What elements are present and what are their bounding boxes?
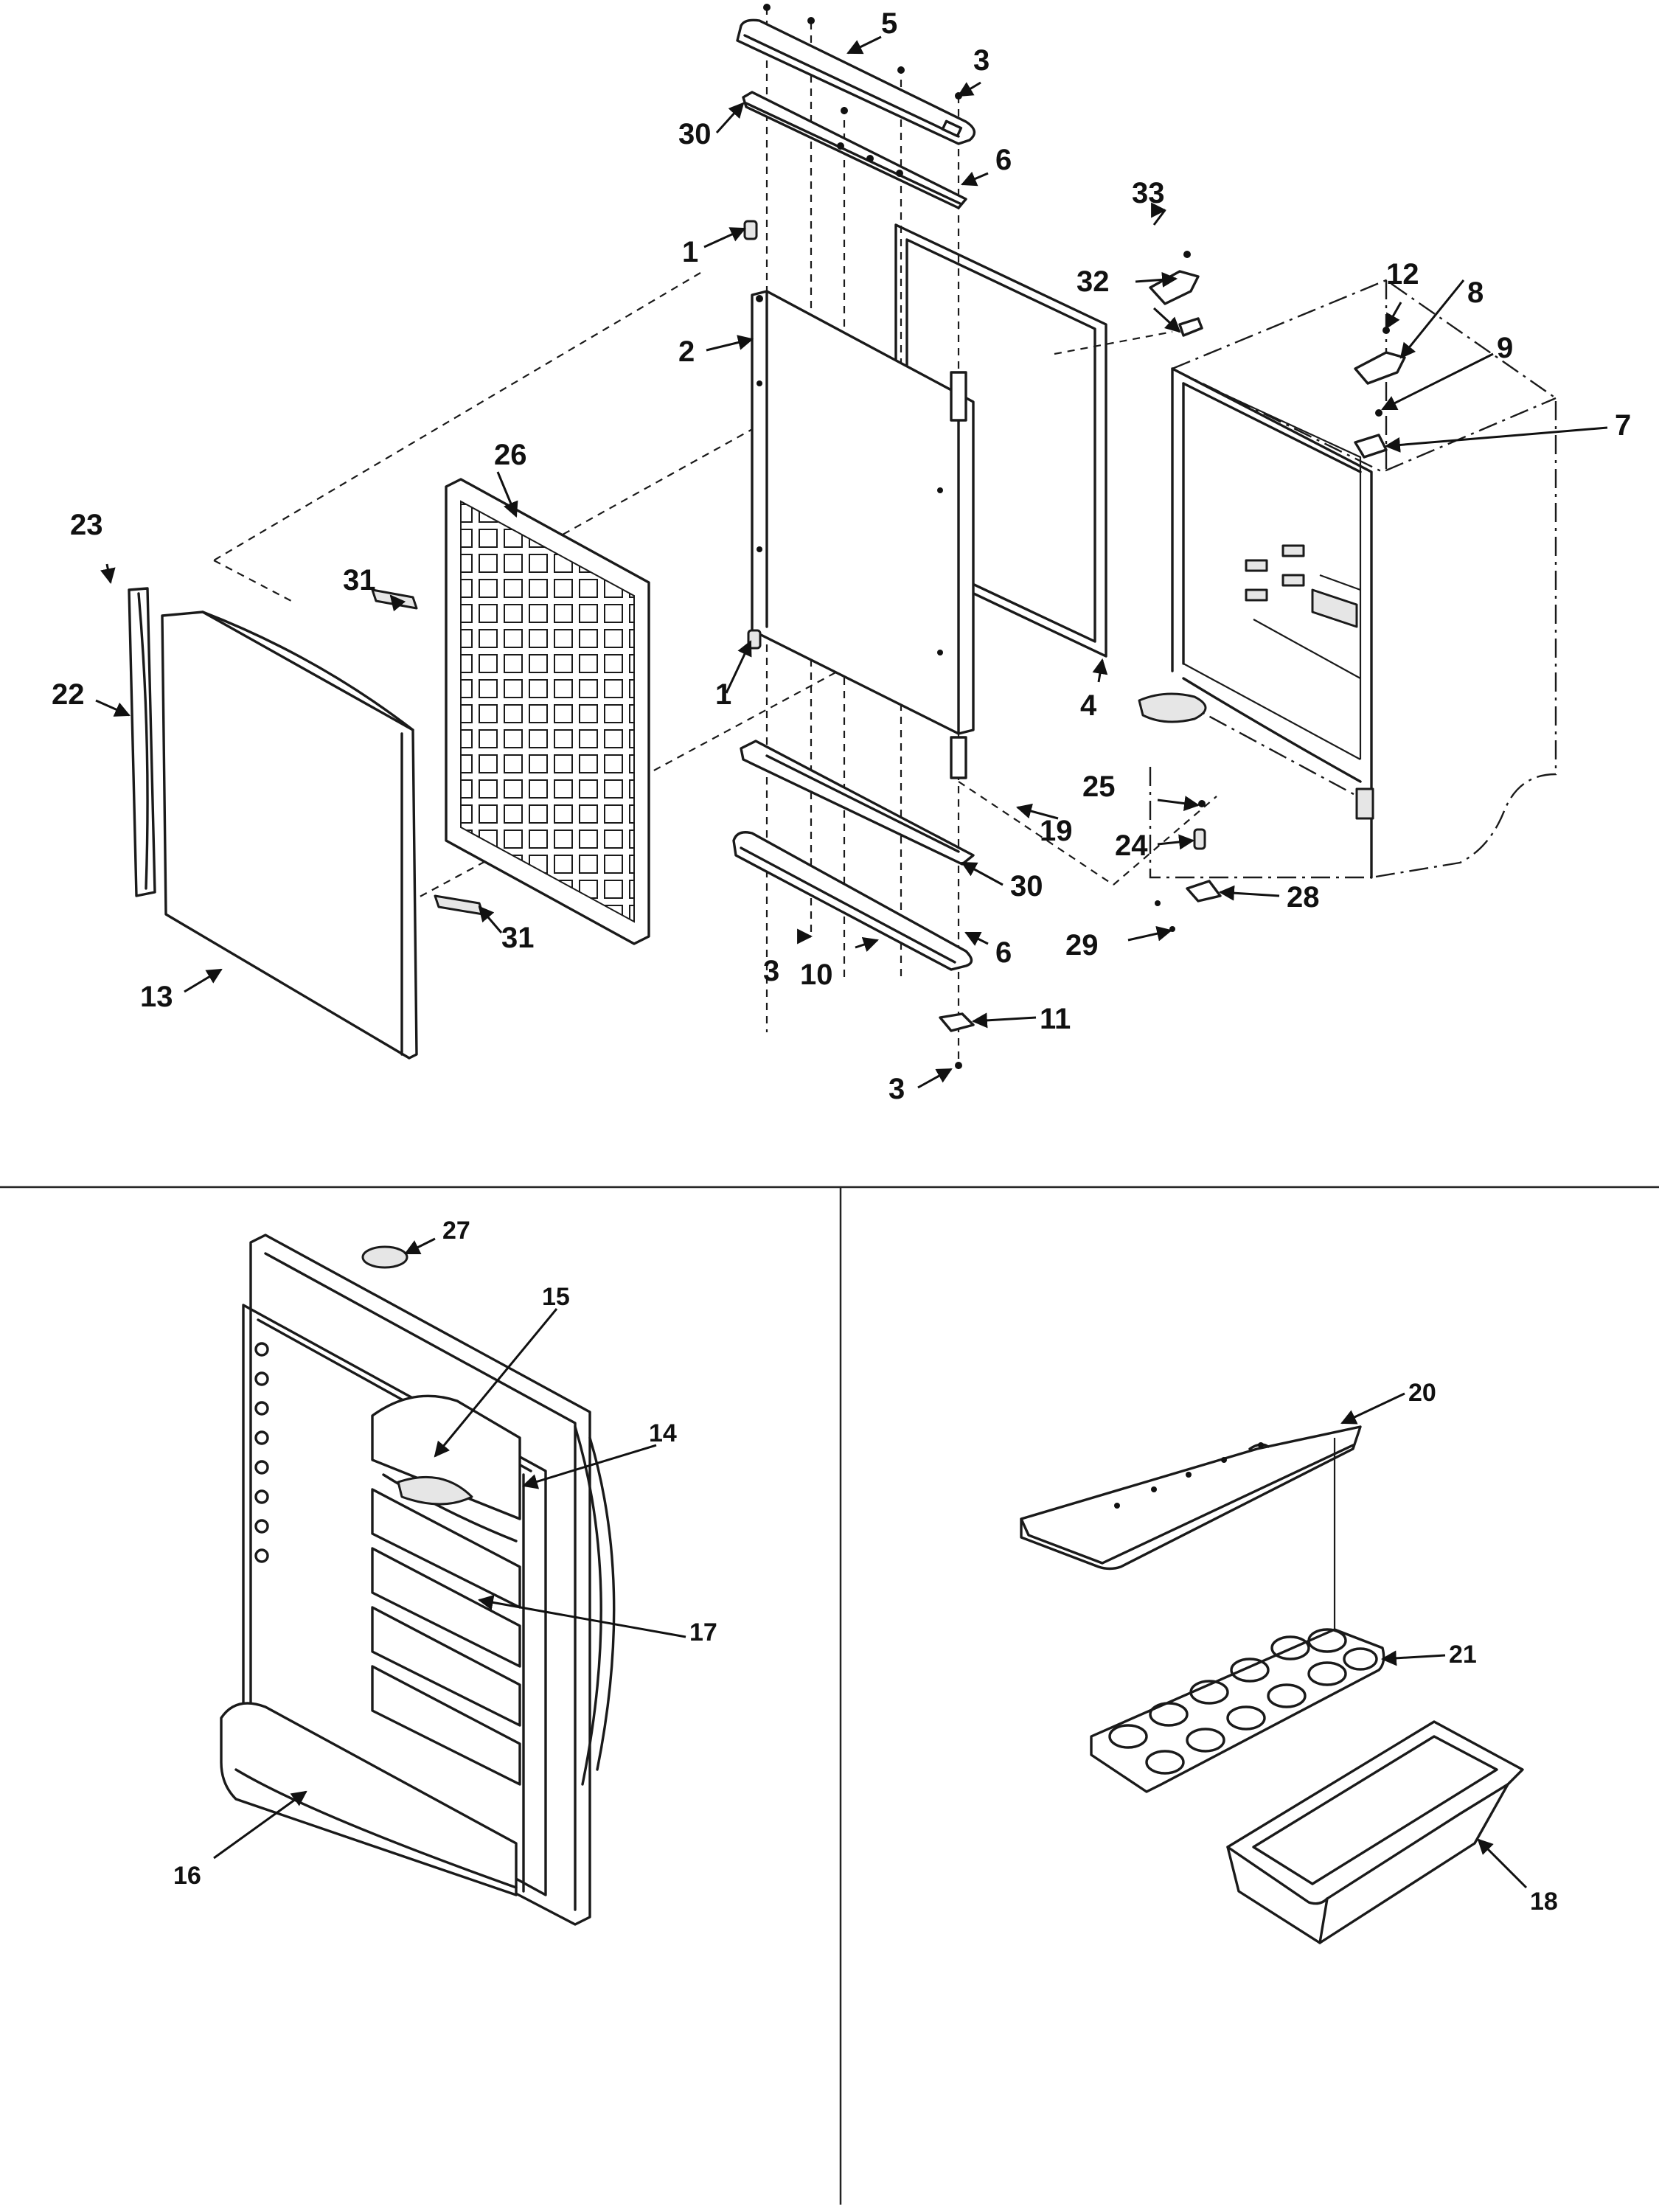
callout-3: 3 xyxy=(973,44,990,77)
callout-12: 12 xyxy=(1386,258,1419,291)
callout-18: 18 xyxy=(1530,1888,1558,1916)
callout-31: 31 xyxy=(343,564,376,597)
part-21-egg-tray xyxy=(1090,1628,1385,1793)
callout-28: 28 xyxy=(1287,881,1320,914)
bottom-left-leaders xyxy=(213,1237,686,1860)
callout-6: 6 xyxy=(995,144,1012,176)
callout-29: 29 xyxy=(1065,929,1099,961)
part-6-30-top-bracket xyxy=(742,91,967,209)
callout-24: 24 xyxy=(1115,830,1148,862)
part-5-top-cap xyxy=(736,18,976,145)
top-exploded-view: 5 3 30 6 1 2 1 4 26 31 31 23 22 13 30 6 … xyxy=(52,4,1631,1105)
callout-3: 3 xyxy=(763,955,779,987)
callout-25: 25 xyxy=(1082,771,1116,803)
callout-13: 13 xyxy=(140,981,173,1013)
callout-3: 3 xyxy=(888,1073,905,1105)
callout-27: 27 xyxy=(442,1217,470,1245)
top-callout-labels: 5 3 30 6 1 2 1 4 26 31 31 23 22 13 30 6 … xyxy=(52,7,1631,1105)
part-16-bottom-bin xyxy=(220,1702,518,1896)
cabinet-frame xyxy=(1138,279,1557,879)
callout-8: 8 xyxy=(1467,276,1484,309)
callout-30: 30 xyxy=(1010,870,1043,902)
callout-11: 11 xyxy=(1040,1003,1071,1035)
part-30-bottom-bracket xyxy=(740,740,975,866)
callout-6: 6 xyxy=(995,936,1012,969)
callout-31: 31 xyxy=(501,922,535,954)
part-32-33-hinge-covers xyxy=(1149,251,1203,337)
callout-15: 15 xyxy=(542,1283,570,1311)
callout-17: 17 xyxy=(689,1618,717,1646)
callout-5: 5 xyxy=(881,7,897,40)
part-2-door-panel xyxy=(751,290,975,779)
callout-21: 21 xyxy=(1449,1641,1477,1669)
part-27-button xyxy=(361,1245,408,1269)
callout-20: 20 xyxy=(1408,1379,1436,1407)
callout-26: 26 xyxy=(494,439,527,471)
part-7-9-12-hinge xyxy=(1354,327,1390,459)
callout-9: 9 xyxy=(1497,332,1513,364)
accessories-view: 20 21 18 xyxy=(1020,1379,1558,1944)
bottom-right-leaders xyxy=(1340,1392,1528,1889)
callout-1: 1 xyxy=(682,236,698,268)
callout-2: 2 xyxy=(678,335,695,368)
callout-23: 23 xyxy=(70,509,103,541)
door-interior-view: 27 15 14 17 16 xyxy=(173,1217,717,1926)
part-20-shelf xyxy=(1020,1425,1362,1571)
callout-22: 22 xyxy=(52,678,85,711)
top-leader-lines xyxy=(95,35,1608,1089)
callout-16: 16 xyxy=(173,1862,201,1890)
callout-7: 7 xyxy=(1615,409,1631,442)
callout-19: 19 xyxy=(1040,815,1073,847)
callout-10: 10 xyxy=(800,959,833,991)
part-26-door-liner-grid xyxy=(445,478,650,945)
egg-cups xyxy=(1108,1628,1378,1775)
bottom-right-callouts: 20 21 18 xyxy=(1408,1379,1558,1916)
part-11-bottom-hinge xyxy=(939,1012,975,1069)
part-10-bottom-cap xyxy=(732,831,973,971)
top-screws xyxy=(763,4,962,114)
part-18-bin xyxy=(1226,1720,1524,1944)
bottom-left-callouts: 27 15 14 17 16 xyxy=(173,1217,717,1890)
part-17-door-shelves xyxy=(371,1488,521,1786)
callout-1: 1 xyxy=(715,678,731,711)
callout-32: 32 xyxy=(1077,265,1110,298)
part-22-door-trim xyxy=(128,587,156,897)
callout-33: 33 xyxy=(1132,177,1165,209)
part-13-outer-door-panel xyxy=(161,611,418,1060)
callout-4: 4 xyxy=(1080,689,1097,722)
callout-30: 30 xyxy=(678,118,712,150)
part-8-hinge-cover xyxy=(1354,351,1406,385)
callout-14: 14 xyxy=(649,1419,677,1447)
part-24-25-28-29-lower-hinge xyxy=(1155,800,1222,932)
part-15-dairy-door xyxy=(371,1394,521,1543)
door-liner-holes xyxy=(254,1342,269,1563)
